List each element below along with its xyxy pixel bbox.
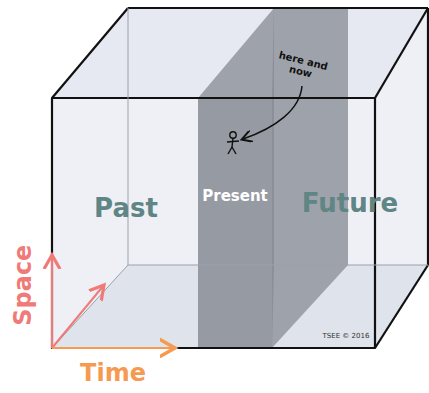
region-label: Future xyxy=(302,189,398,218)
space-axis xyxy=(51,255,53,348)
space-axis-depth xyxy=(52,285,104,348)
present-slab xyxy=(198,8,348,348)
present-slab-core xyxy=(272,8,274,348)
copyright-note: TSEE © 2016 xyxy=(323,333,370,341)
cube-edges xyxy=(52,8,428,348)
stick-figure xyxy=(227,132,239,154)
axis-label: Space xyxy=(11,244,37,325)
time-axis xyxy=(52,347,175,349)
present-band: Present xyxy=(198,178,272,214)
callout-arrow xyxy=(243,86,302,139)
cube-hidden-edges xyxy=(52,8,428,348)
axis-label: Time xyxy=(80,360,146,386)
cube-fill xyxy=(52,8,428,348)
region-label: Past xyxy=(94,194,158,223)
band-label: Present xyxy=(202,187,268,205)
present-slab-front xyxy=(198,98,272,348)
